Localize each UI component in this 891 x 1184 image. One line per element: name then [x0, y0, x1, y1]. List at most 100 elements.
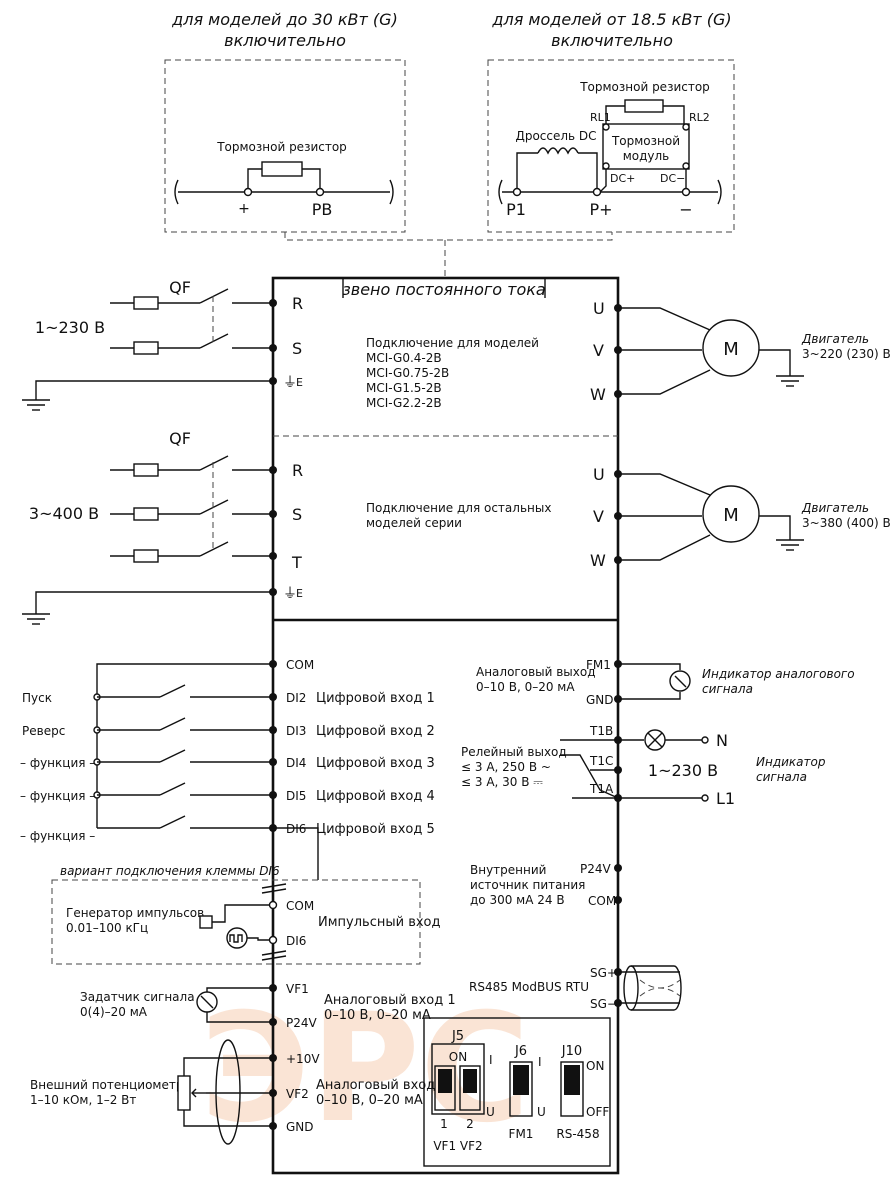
pulse-input-label: Импульсный вход: [318, 915, 440, 930]
ao-label1: Аналоговый выход: [476, 665, 596, 679]
j5-u: U: [486, 1105, 495, 1119]
j5-i: I: [489, 1053, 493, 1067]
pot-label1: Внешний потенциометр: [30, 1078, 183, 1092]
rs485-label: RS485 ModBUS RTU: [469, 980, 589, 994]
terminal-v2: V: [593, 507, 604, 526]
qf2-label: QF: [169, 429, 191, 448]
func-label-4: – функция –: [20, 789, 95, 803]
jumper-block: J5 ON 1 2 I U VF1 VF2 J6 I U FM1 J10 ON …: [423, 1017, 611, 1167]
func-label-1: Пуск: [22, 691, 52, 705]
pot-label2: 1–10 кОм, 1–2 Вт: [30, 1093, 136, 1107]
desc1-line3: MCI-G0.75-2B: [366, 366, 449, 380]
top-right-braking-box: для моделей от 18.5 кВт (G) включительно…: [487, 10, 735, 233]
terminal-minus: −: [679, 200, 692, 219]
j6-caption: FM1: [509, 1127, 534, 1141]
signal-indicator-label2: сигнала: [756, 770, 807, 784]
terminal-di4: DI4: [286, 756, 306, 770]
desc1-line1: Подключение для моделей: [366, 336, 539, 350]
terminal-u2: U: [593, 465, 605, 484]
relay-supply-label: 1~230 В: [648, 761, 718, 780]
func-label-2: Реверс: [22, 724, 65, 738]
terminal-p1: P1: [506, 200, 526, 219]
terminal-fm1: FM1: [586, 658, 611, 672]
supply-1-label: 1~230 В: [35, 318, 105, 337]
setter-label1: Задатчик сигнала: [80, 990, 195, 1004]
terminal-s2: S: [292, 505, 302, 524]
terminal-t1c: T1C: [589, 754, 613, 768]
inverter-body: [271, 276, 620, 1175]
brake-resistor-label: Тормозной резистор: [216, 140, 347, 154]
potentiometer: [177, 1075, 191, 1111]
relay-label3: ≤ 3 А, 30 В ⎓: [461, 775, 543, 789]
di6-label: Цифровой вход 5: [316, 822, 435, 837]
j5-label: J5: [451, 1029, 464, 1044]
pulse-di6: DI6: [286, 934, 306, 948]
motor-2-label: M: [723, 505, 739, 526]
terminal-vf1: VF1: [286, 982, 309, 996]
terminal-n: N: [716, 731, 728, 750]
j5-on: ON: [449, 1050, 467, 1064]
right-io-section: Аналоговый выход 0–10 В, 0–20 мА FM1 GND…: [461, 658, 855, 1011]
brake-resistor-2-label: Тормозной резистор: [579, 80, 710, 94]
ao-indicator-label1: Индикатор аналогового: [702, 667, 855, 681]
j6-label: J6: [514, 1044, 527, 1059]
motor-2-caption1: Двигатель: [801, 501, 869, 515]
motor-1: [702, 319, 760, 377]
dc-plus-label: DC+: [610, 172, 635, 185]
j5-n1: 1: [440, 1117, 448, 1131]
dc-link-label: звено постоянного тока: [342, 280, 545, 299]
psu-label2: источник питания: [470, 878, 585, 892]
di3-label: Цифровой вход 2: [316, 724, 435, 739]
motor-2-caption2: 3~380 (400) В: [802, 516, 891, 530]
left-title-line2: включительно: [224, 31, 346, 50]
func-label-5: – функция –: [20, 829, 95, 843]
desc2-line1: Подключение для остальных: [366, 501, 551, 515]
earth-icon: ⏚: [283, 375, 297, 391]
desc1-line4: MCI-G1.5-2B: [366, 381, 442, 395]
pulse-com: COM: [286, 899, 314, 913]
right-title-line1: для моделей от 18.5 кВт (G): [491, 10, 731, 29]
terminal-sg-plus: SG+: [590, 966, 617, 980]
ao-label2: 0–10 В, 0–20 мА: [476, 680, 575, 694]
j6-i: I: [538, 1055, 542, 1069]
terminal-com: COM: [286, 658, 314, 672]
psu-label3: до 300 мА 24 В: [470, 893, 565, 907]
terminal-pb: PB: [312, 200, 333, 219]
terminal-p24v-out: P24V: [580, 862, 612, 876]
terminal-r2: R: [292, 461, 303, 480]
supply-2-label: 3~400 В: [29, 504, 99, 523]
terminal-w1: W: [590, 385, 606, 404]
motor-1-label: M: [723, 339, 739, 360]
ai1-label1: Аналоговый вход 1: [324, 993, 456, 1008]
variant-label: вариант подключения клеммы DI6: [60, 864, 280, 878]
terminal-plus: +: [238, 201, 250, 217]
terminal-p-plus: P+: [589, 200, 612, 219]
terminal-p24v: P24V: [286, 1016, 318, 1030]
terminal-gnd: GND: [286, 1120, 314, 1134]
earth-icon: ⏚: [283, 586, 297, 602]
power-section-1: QF 1~230 В R S ⏚ E Подключение для модел…: [22, 278, 891, 411]
top-left-braking-box: для моделей до 30 кВт (G) включительно Т…: [164, 10, 406, 233]
j10-on: ON: [586, 1059, 604, 1073]
terminal-gnd-ao: GND: [586, 693, 614, 707]
j5-caption: VF1 VF2: [433, 1139, 482, 1153]
terminal-u1: U: [593, 299, 605, 318]
brake-module-label1: Тормозной: [611, 134, 680, 148]
rl1-label: RL1: [590, 111, 611, 124]
terminal-sg-minus: SG−: [590, 997, 617, 1011]
dc-minus-label: DC−: [660, 172, 685, 185]
right-title-line2: включительно: [551, 31, 673, 50]
di2-label: Цифровой вход 1: [316, 691, 435, 706]
j6-u: U: [537, 1105, 546, 1119]
terminal-di5: DI5: [286, 789, 306, 803]
j5-n2: 2: [466, 1117, 474, 1131]
terminal-vf2: VF2: [286, 1087, 309, 1101]
terminal-t1b: T1B: [589, 724, 613, 738]
choke-label: Дроссель DC: [515, 129, 596, 143]
j10-off: OFF: [586, 1105, 609, 1119]
relay-label1: Релейный выход: [461, 745, 567, 759]
di4-label: Цифровой вход 3: [316, 756, 435, 771]
brake-module-label2: модуль: [623, 149, 670, 163]
rl2-label: RL2: [689, 111, 710, 124]
terminal-w2: W: [590, 551, 606, 570]
